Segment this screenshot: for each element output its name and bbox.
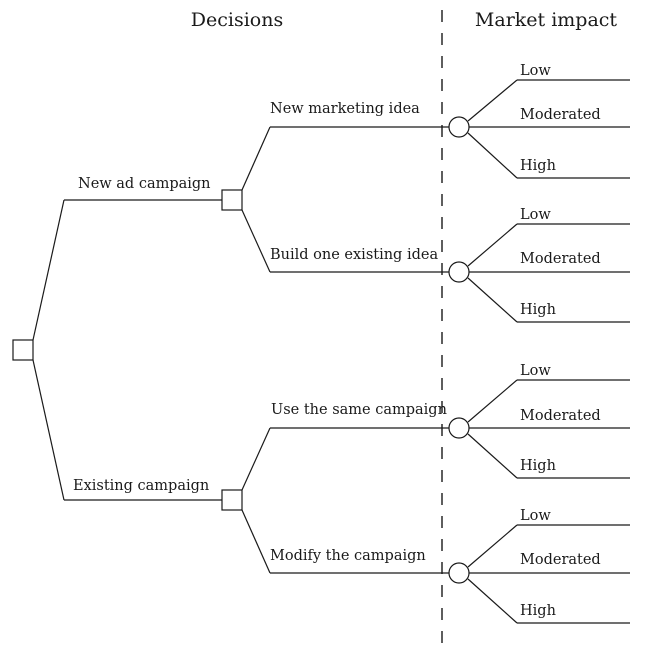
option-label-use-same-campaign: Use the same campaign xyxy=(271,402,447,418)
outcome-diag-low xyxy=(467,79,518,122)
outcome-diag-low xyxy=(467,223,518,267)
chance-group-4: Low Moderated High xyxy=(448,508,630,624)
option-label-build-existing-idea: Build one existing idea xyxy=(270,247,438,263)
option-diag-use-same-campaign xyxy=(241,427,271,491)
option-diag-new-marketing-idea xyxy=(241,126,271,191)
outcome-label-low: Low xyxy=(520,63,551,79)
outcome-diag-high xyxy=(467,433,518,479)
outcome-diag-low xyxy=(467,524,518,568)
outcome-label-moderated: Moderated xyxy=(520,107,601,123)
outcome-label-moderated: Moderated xyxy=(520,251,601,267)
outcome-label-moderated: Moderated xyxy=(520,408,601,424)
chance-group-1: Low Moderated High xyxy=(448,63,630,179)
chance-node xyxy=(448,116,470,138)
outcome-label-high: High xyxy=(520,603,556,619)
root-branch-line-lower xyxy=(32,359,65,501)
outcome-diag-high xyxy=(467,132,518,179)
chance-node xyxy=(448,261,470,283)
outcome-label-high: High xyxy=(520,158,556,174)
outcome-label-low: Low xyxy=(520,207,551,223)
option-label-modify-campaign: Modify the campaign xyxy=(270,548,426,564)
root-branch-line-upper xyxy=(32,199,65,341)
decisions-header: Decisions xyxy=(191,9,283,31)
outcome-label-low: Low xyxy=(520,363,551,379)
option-diag-build-existing-idea xyxy=(241,209,271,273)
chance-group-3: Low Moderated High xyxy=(448,363,630,479)
outcome-diag-high xyxy=(467,578,518,624)
chance-node xyxy=(448,562,470,584)
outcome-label-high: High xyxy=(520,302,556,318)
branch-label-new-ad-campaign: New ad campaign xyxy=(78,176,211,192)
chance-group-2: Low Moderated High xyxy=(448,207,630,323)
outcome-diag-low xyxy=(467,379,518,423)
decision-node-existing-campaign xyxy=(221,489,243,511)
outcome-label-low: Low xyxy=(520,508,551,524)
outcome-label-moderated: Moderated xyxy=(520,552,601,568)
outcome-label-high: High xyxy=(520,458,556,474)
option-diag-modify-campaign xyxy=(241,509,271,574)
market-impact-header: Market impact xyxy=(475,9,618,31)
outcome-diag-high xyxy=(467,277,518,323)
decision-node-new-ad-campaign xyxy=(221,189,243,211)
branch-label-existing-campaign: Existing campaign xyxy=(73,478,209,494)
chance-node xyxy=(448,417,470,439)
option-label-new-marketing-idea: New marketing idea xyxy=(270,101,420,117)
root-decision-node xyxy=(12,339,34,361)
